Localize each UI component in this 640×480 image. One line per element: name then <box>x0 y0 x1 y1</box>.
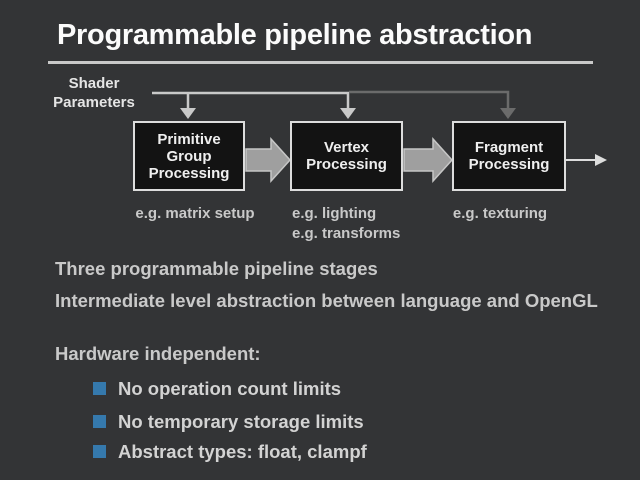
block-arrow-primitive-to-vertex-icon <box>245 137 292 183</box>
title-underline <box>48 61 593 64</box>
fragment-box-line2: Processing <box>468 156 550 173</box>
primitive-group-processing-box: Primitive Group Processing <box>133 121 245 191</box>
bullet-text: No temporary storage limits <box>118 411 364 432</box>
shader-params-line-dark <box>349 90 510 108</box>
body-paragraph-stages: Three programmable pipeline stages <box>55 258 378 279</box>
vertex-box-line2: Processing <box>306 156 387 173</box>
vertex-box-line1: Vertex <box>323 139 370 156</box>
output-arrow-icon <box>595 154 607 166</box>
bullet-item-operation-limits: No operation count limits <box>93 378 341 400</box>
slide-title: Programmable pipeline abstraction <box>57 19 533 51</box>
bullet-item-storage-limits: No temporary storage limits <box>93 411 364 433</box>
arrow-down-vertex-icon <box>340 108 356 119</box>
primitive-box-line2: Group <box>166 147 212 165</box>
fragment-processing-box: Fragment Processing <box>452 121 566 191</box>
body-paragraph-hardware: Hardware independent: <box>55 343 261 364</box>
vertex-processing-box: Vertex Processing <box>290 121 403 191</box>
fragment-box-line1: Fragment <box>474 139 544 156</box>
body-paragraph-abstraction: Intermediate level abstraction between l… <box>55 290 598 311</box>
primitive-box-line1: Primitive <box>157 130 221 148</box>
bullet-square-icon <box>93 445 106 458</box>
vertex-caption-line2: e.g. transforms <box>292 225 401 242</box>
fragment-caption: e.g. texturing <box>452 205 548 222</box>
primitive-caption: e.g. matrix setup <box>135 205 255 222</box>
bullet-item-abstract-types: Abstract types: float, clampf <box>93 441 367 463</box>
bullet-square-icon <box>93 382 106 395</box>
bullet-text: Abstract types: float, clampf <box>118 441 367 462</box>
arrow-down-primitive-icon <box>180 108 196 119</box>
shader-parameters-line1: Shader <box>68 75 120 92</box>
shader-parameters-label: Shader Parameters <box>38 74 150 112</box>
primitive-box-line3: Processing <box>148 164 230 182</box>
vertex-caption-line1: e.g. lighting <box>292 205 377 222</box>
vertex-caption: e.g. lighting e.g. transforms <box>292 204 400 244</box>
arrow-down-fragment-icon <box>500 108 516 119</box>
bullet-text: No operation count limits <box>118 378 342 399</box>
shader-parameters-line2: Parameters <box>53 94 135 111</box>
block-arrow-vertex-to-fragment-icon <box>403 137 454 183</box>
bullet-square-icon <box>93 415 106 428</box>
